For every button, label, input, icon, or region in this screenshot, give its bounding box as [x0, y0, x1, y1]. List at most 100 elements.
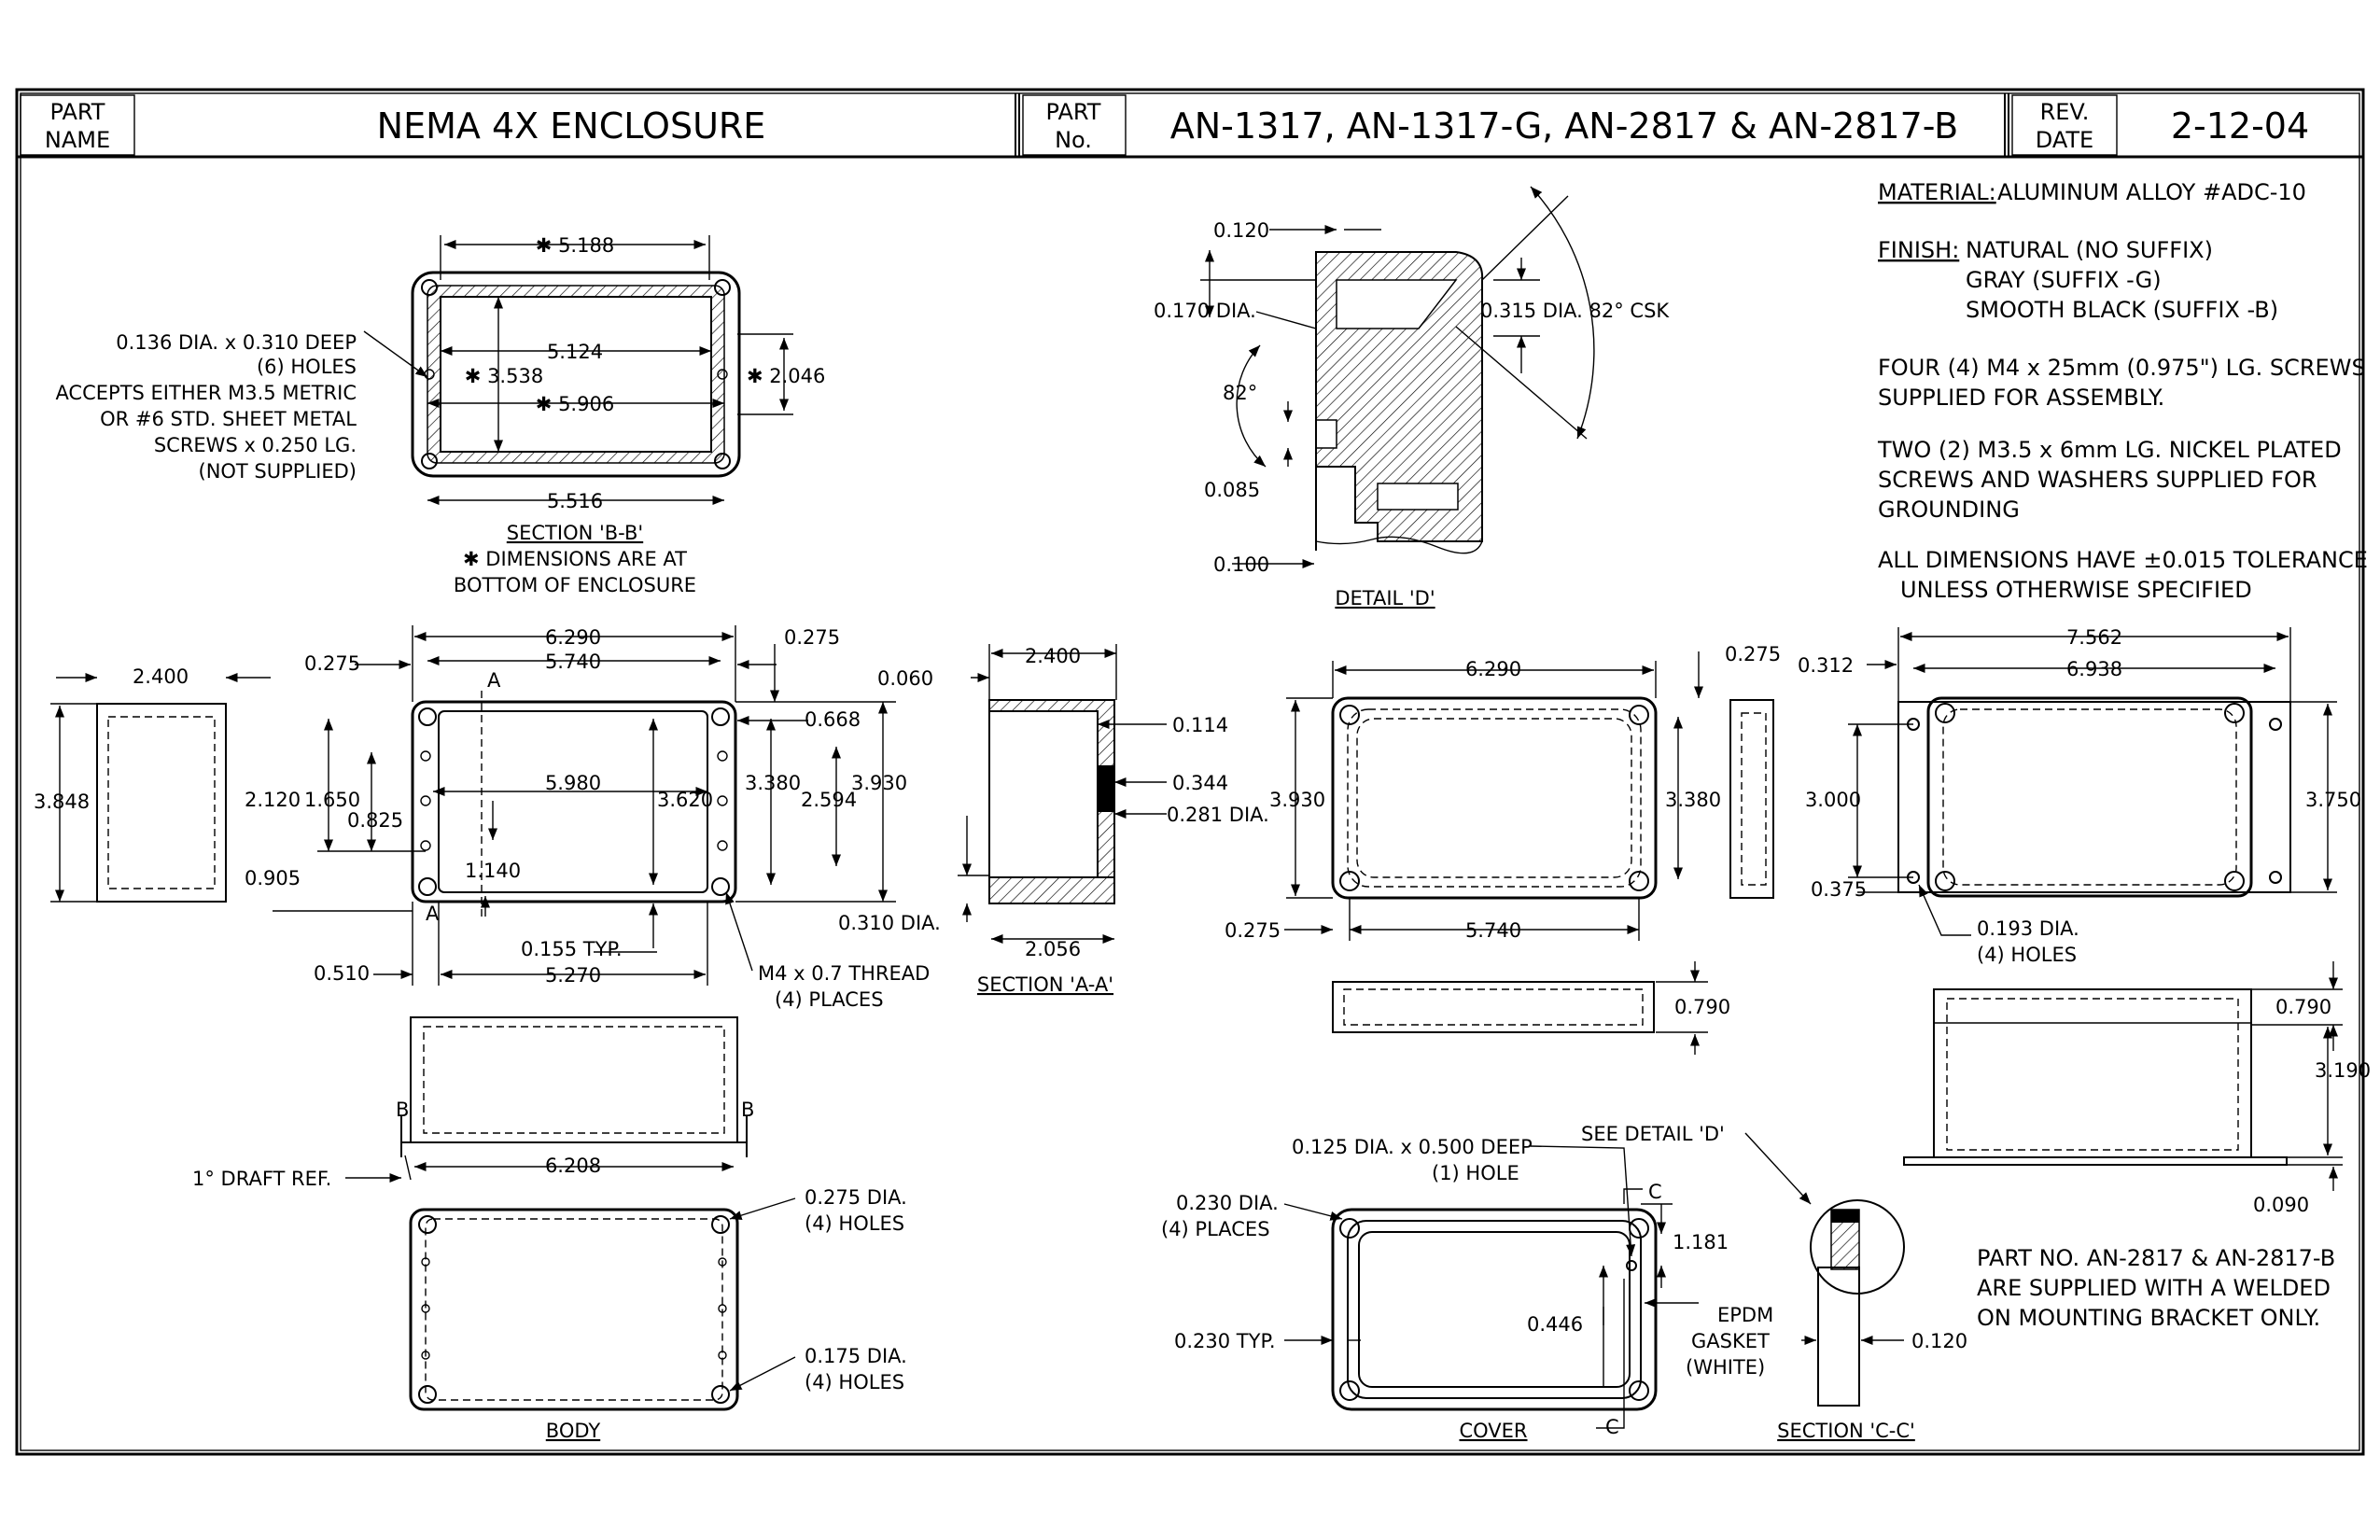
body-0905: 0.905: [245, 867, 301, 889]
bb-hole-5: SCREWS x 0.250 LG.: [154, 434, 357, 456]
detail-d-0085: 0.085: [1204, 479, 1260, 501]
body-title: BODY: [546, 1420, 601, 1442]
ground-note-1: TWO (2) M3.5 x 6mm LG. NICKEL PLATED: [1877, 437, 2342, 463]
cover-title: COVER: [1459, 1420, 1527, 1442]
bracket-hole-2: (4) HOLES: [1977, 944, 2077, 966]
bb-hole-6: (NOT SUPPLIED): [199, 460, 357, 483]
bracket-0090: 0.090: [2253, 1194, 2309, 1216]
general-notes: MATERIAL: ALUMINUM ALLOY #ADC-10 FINISH:…: [1877, 179, 2368, 1331]
rev-date-value: 2-12-04: [2171, 105, 2309, 147]
cover-view: 0.125 DIA. x 0.500 DEEP (1) HOLE SEE DET…: [1161, 1123, 1812, 1442]
cover-6290: 6.290: [1465, 658, 1521, 680]
aa-0281: 0.281 DIA.: [1167, 804, 1269, 826]
finish-1: NATURAL (NO SUFFIX): [1966, 237, 2213, 263]
mark-a-top: A: [487, 669, 501, 692]
gasket-3: (WHITE): [1686, 1356, 1765, 1379]
body-5980: 5.980: [545, 772, 601, 794]
body-6290: 6.290: [545, 626, 601, 649]
part-no-label-1: PART: [1046, 99, 1101, 125]
mark-b-left: B: [396, 1099, 409, 1121]
body-5270: 5.270: [545, 964, 601, 987]
aa-2056: 2.056: [1025, 938, 1081, 960]
draft-note: 1° DRAFT REF.: [192, 1168, 331, 1190]
bracket-note-3: ON MOUNTING BRACKET ONLY.: [1977, 1305, 2320, 1331]
body-0275b: 0.275: [784, 626, 840, 649]
section-bb-view: ✱ 5.188 5.124 ✱ 5.906 5.516 ✱ 3.538 ✱ 2.…: [55, 234, 825, 596]
bracket-3750: 3.750: [2305, 789, 2361, 811]
part-no-value: AN-1317, AN-1317-G, AN-2817 & AN-2817-B: [1170, 105, 1958, 147]
cover-5740: 5.740: [1465, 919, 1521, 942]
bracket-side-view: 0.790 3.190 0.090: [1903, 961, 2371, 1216]
screws-note-1: FOUR (4) M4 x 25mm (0.975") LG. SCREWS: [1878, 355, 2366, 381]
section-cc-view: 0.120 SECTION 'C-C': [1777, 1199, 1967, 1442]
bb-dim-inner: 5.124: [547, 341, 603, 363]
cover-0446: 0.446: [1527, 1313, 1583, 1336]
bottom-hole-b1: 0.175 DIA.: [805, 1345, 907, 1367]
bb-footnote-1: ✱ DIMENSIONS ARE AT: [463, 548, 687, 570]
body-3380: 3.380: [745, 772, 801, 794]
bb-dim-right: ✱ 2.046: [747, 365, 825, 387]
cover-typ: 0.230 TYP.: [1174, 1330, 1276, 1352]
part-name-label-2: NAME: [45, 127, 110, 153]
rev-label-2: DATE: [2036, 127, 2093, 153]
bb-footnote-2: BOTTOM OF ENCLOSURE: [454, 574, 696, 596]
title-block: PART NAME NEMA 4X ENCLOSURE PART No. AN-…: [20, 94, 2309, 156]
bottom-hole-a2: (4) HOLES: [805, 1212, 904, 1235]
detail-d-csk: 0.315 DIA. 82° CSK: [1480, 300, 1670, 322]
ground-note-3: GROUNDING: [1878, 497, 2020, 523]
drawing-border: [15, 88, 2365, 1456]
body-0825: 0.825: [347, 809, 403, 832]
cover-3930: 3.930: [1269, 789, 1325, 811]
bracket-hole-1: 0.193 DIA.: [1977, 917, 2079, 940]
thread-note-2: (4) PLACES: [775, 988, 884, 1011]
bracket-3190: 3.190: [2315, 1059, 2371, 1082]
bottom-hole-a1: 0.275 DIA.: [805, 1186, 907, 1209]
detail-d-0100: 0.100: [1213, 553, 1269, 576]
detail-d-0120: 0.120: [1213, 219, 1269, 242]
bb-hole-3: ACCEPTS EITHER M3.5 METRIC: [55, 382, 357, 404]
bb-hole-2: (6) HOLES: [257, 356, 357, 378]
bracket-note-2: ARE SUPPLIED WITH A WELDED: [1977, 1275, 2331, 1301]
detail-d-view: 0.120 0.170 DIA. 82° 0.085 0.100 0.315 D…: [1154, 186, 1670, 609]
section-bb-title: SECTION 'B-B': [507, 522, 643, 544]
part-no-label-2: No.: [1055, 127, 1092, 153]
body-2120: 2.120: [245, 789, 301, 811]
section-aa-title: SECTION 'A-A': [977, 973, 1113, 996]
cover-places-2: (4) PLACES: [1161, 1218, 1270, 1240]
cover-0275b: 0.275: [1225, 919, 1281, 942]
body-3620: 3.620: [657, 789, 713, 811]
body-3930: 3.930: [851, 772, 907, 794]
detail-d-0170: 0.170 DIA.: [1154, 300, 1256, 322]
aa-0310: 0.310 DIA.: [838, 912, 941, 934]
part-name-label-1: PART: [50, 99, 105, 125]
cover-0790: 0.790: [1674, 996, 1730, 1018]
bracket-0790: 0.790: [2275, 996, 2331, 1018]
cover-hole-1: 0.125 DIA. x 0.500 DEEP: [1292, 1136, 1533, 1158]
body-0510: 0.510: [314, 962, 370, 985]
gasket-2: GASKET: [1691, 1330, 1770, 1352]
cover-top-view: 6.290 0.275 3.930 3.380 0.275 5.740 0.79…: [1225, 643, 1781, 1055]
section-aa-view: 0.060 2.400 0.114 0.344 0.281 DIA. 0.310…: [838, 644, 1269, 996]
body-1140: 1.140: [465, 860, 521, 882]
body-top-view: A A 0.275 6.290 5.740 0.275 0.668 2.120 …: [245, 625, 930, 1011]
cover-places-1: 0.230 DIA.: [1176, 1192, 1279, 1214]
bracket-7562: 7.562: [2066, 626, 2122, 649]
cover-3380: 3.380: [1665, 789, 1721, 811]
cover-1181: 1.181: [1673, 1231, 1729, 1253]
bracket-note-1: PART NO. AN-2817 & AN-2817-B: [1977, 1245, 2335, 1271]
side-6208: 6.208: [545, 1155, 601, 1177]
aa-2400: 2.400: [1025, 645, 1081, 667]
bb-hole-4: OR #6 STD. SHEET METAL: [100, 408, 357, 430]
body-bottom-view: 0.275 DIA. (4) HOLES 0.175 DIA. (4) HOLE…: [409, 1186, 907, 1442]
finish-key: FINISH:: [1878, 237, 1959, 263]
thread-note-1: M4 x 0.7 THREAD: [758, 962, 930, 985]
aa-0344: 0.344: [1172, 772, 1228, 794]
bracket-0375: 0.375: [1811, 878, 1867, 901]
ground-note-2: SCREWS AND WASHERS SUPPLIED FOR: [1878, 467, 2317, 493]
body-end-view: 2.400 3.848: [34, 665, 271, 903]
body-0668: 0.668: [805, 708, 861, 731]
bracket-6938: 6.938: [2066, 658, 2122, 680]
detail-d-title: DETAIL 'D': [1335, 587, 1435, 609]
material-key: MATERIAL:: [1878, 179, 1996, 205]
